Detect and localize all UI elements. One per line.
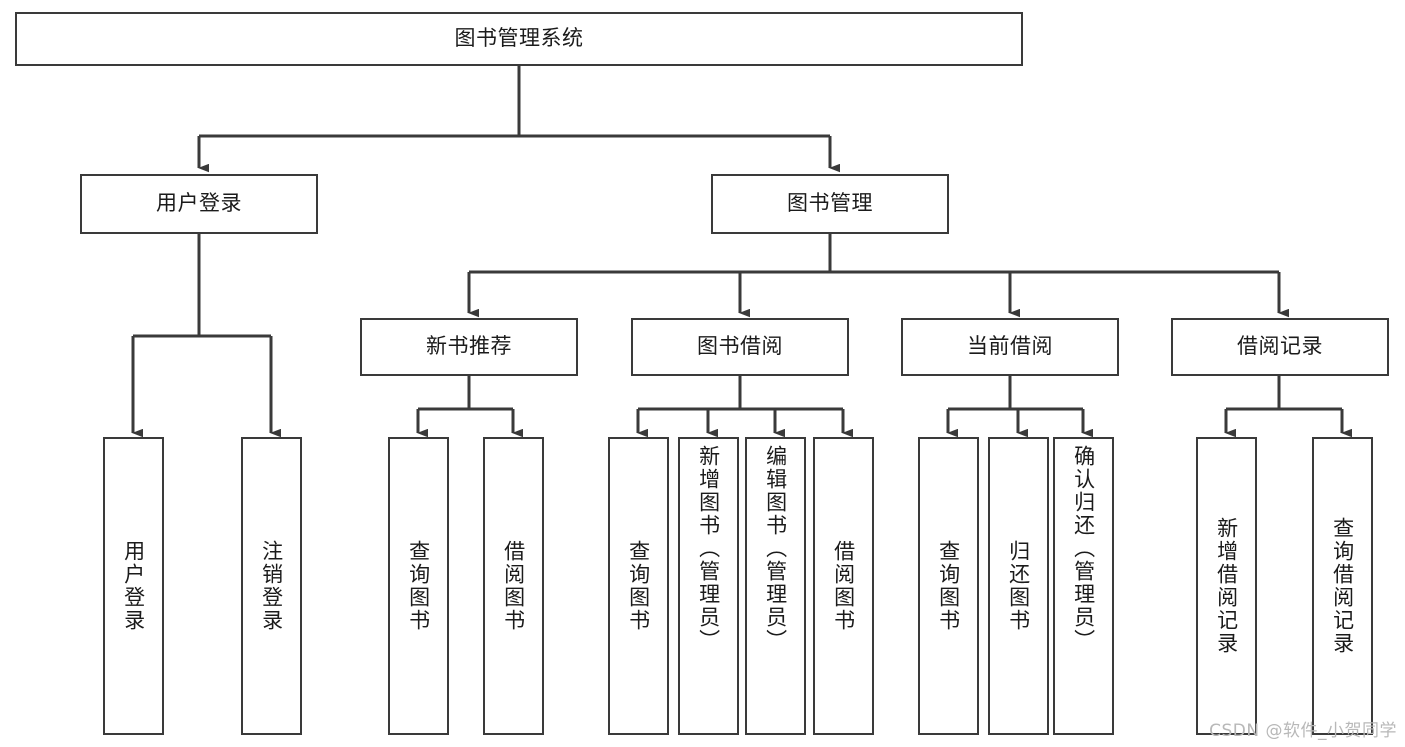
leaf-current-borrow-confirm-return[interactable]: 确认归还（管理员）: [1053, 437, 1114, 735]
leaf-current-borrow-return-label: 归还图书: [1006, 540, 1031, 632]
leaf-book-borrow-query-label: 查询图书: [626, 540, 651, 632]
leaf-current-borrow-confirm-return-label: 确认归还（管理员）: [1071, 445, 1096, 652]
leaf-book-borrow-edit[interactable]: 编辑图书（管理员）: [745, 437, 806, 735]
leaf-borrow-record-query-label: 查询借阅记录: [1330, 517, 1355, 655]
node-borrow-record[interactable]: 借阅记录: [1171, 318, 1389, 376]
leaf-book-borrow-add[interactable]: 新增图书（管理员）: [678, 437, 739, 735]
leaf-book-borrow-borrow[interactable]: 借阅图书: [813, 437, 874, 735]
node-book-borrow-label: 图书借阅: [697, 334, 783, 359]
node-user-login-label: 用户登录: [156, 191, 242, 216]
leaf-user-login-logout-label: 注销登录: [259, 540, 284, 632]
leaf-new-book-borrow[interactable]: 借阅图书: [483, 437, 544, 735]
node-book-borrow[interactable]: 图书借阅: [631, 318, 849, 376]
leaf-book-borrow-add-label: 新增图书（管理员）: [696, 445, 721, 652]
node-root-label: 图书管理系统: [454, 26, 584, 51]
leaf-current-borrow-query[interactable]: 查询图书: [918, 437, 979, 735]
leaf-borrow-record-add[interactable]: 新增借阅记录: [1196, 437, 1257, 735]
node-borrow-record-label: 借阅记录: [1237, 334, 1323, 359]
leaf-new-book-query[interactable]: 查询图书: [388, 437, 449, 735]
leaf-new-book-query-label: 查询图书: [406, 540, 431, 632]
node-current-borrow-label: 当前借阅: [967, 334, 1053, 359]
node-book-management-label: 图书管理: [787, 191, 873, 216]
leaf-user-login-login[interactable]: 用户登录: [103, 437, 164, 735]
node-book-management[interactable]: 图书管理: [711, 174, 949, 234]
node-current-borrow[interactable]: 当前借阅: [901, 318, 1119, 376]
node-user-login[interactable]: 用户登录: [80, 174, 318, 234]
node-root-book-management-system[interactable]: 图书管理系统: [15, 12, 1023, 66]
leaf-borrow-record-query[interactable]: 查询借阅记录: [1312, 437, 1373, 735]
node-new-book-recommend-label: 新书推荐: [426, 334, 512, 359]
leaf-book-borrow-borrow-label: 借阅图书: [831, 540, 856, 632]
leaf-book-borrow-edit-label: 编辑图书（管理员）: [763, 445, 788, 652]
leaf-borrow-record-add-label: 新增借阅记录: [1214, 517, 1239, 655]
leaf-new-book-borrow-label: 借阅图书: [501, 540, 526, 632]
node-new-book-recommend[interactable]: 新书推荐: [360, 318, 578, 376]
leaf-current-borrow-query-label: 查询图书: [936, 540, 961, 632]
leaf-user-login-logout[interactable]: 注销登录: [241, 437, 302, 735]
csdn-watermark: CSDN @软件_小贺同学: [1209, 721, 1397, 741]
leaf-current-borrow-return[interactable]: 归还图书: [988, 437, 1049, 735]
leaf-user-login-login-label: 用户登录: [121, 540, 146, 632]
leaf-book-borrow-query[interactable]: 查询图书: [608, 437, 669, 735]
